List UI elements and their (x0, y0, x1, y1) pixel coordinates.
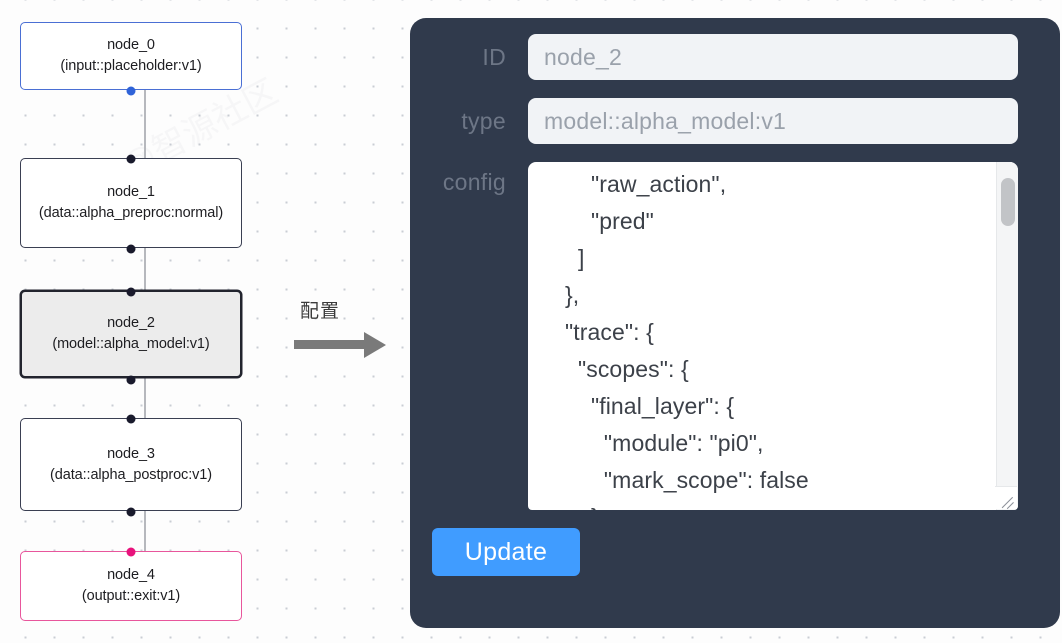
type-label: type (461, 108, 506, 134)
graph-node-node_1[interactable]: node_1 (data::alpha_preproc:normal) (20, 154, 242, 254)
graph-node-node_2[interactable]: node_2 (model::alpha_model:v1) (20, 287, 242, 385)
node-title: node_3 (107, 445, 155, 462)
config-textarea[interactable]: "raw_action", "pred" ] }, "trace": { "sc… (528, 162, 1018, 510)
arrow-head-icon (364, 331, 386, 358)
node-title: node_0 (107, 37, 155, 54)
node-subtitle: (data::alpha_preproc:normal) (38, 205, 224, 221)
form-row-config: config "raw_action", "pred" ] }, "trace"… (410, 162, 1060, 510)
node-subtitle: (model::alpha_model:v1) (52, 336, 210, 352)
config-textarea-scrollbar[interactable] (996, 162, 1018, 510)
update-button[interactable]: Update (432, 528, 580, 576)
arrow-shaft-icon (294, 340, 366, 349)
graph-node-node_3[interactable]: node_3 (data::alpha_postproc:v1) (20, 414, 242, 517)
graph-node-node_4[interactable]: node_4 (output::exit:v1) (20, 547, 242, 621)
edge-node1-node2 (144, 248, 146, 290)
config-textarea-resize-handle[interactable] (995, 486, 1017, 509)
node-config-panel: ID node_2 type model::alpha_model:v1 con… (410, 18, 1060, 628)
node-port-out[interactable] (126, 86, 136, 96)
edge-node0-node1 (144, 90, 146, 158)
flow-arrow-group: 配置 (292, 296, 396, 366)
config-label: config (442, 169, 506, 195)
node-title: node_1 (107, 184, 155, 201)
node-port-out[interactable] (126, 244, 136, 254)
form-row-type: type model::alpha_model:v1 (410, 98, 1060, 144)
node-title: node_4 (107, 567, 155, 584)
id-input[interactable]: node_2 (528, 34, 1018, 80)
node-port-out[interactable] (126, 507, 136, 517)
node-subtitle: (data::alpha_postproc:v1) (50, 466, 212, 483)
node-port-in[interactable] (126, 414, 136, 424)
node-port-in[interactable] (126, 154, 136, 164)
node-title: node_2 (107, 315, 155, 332)
config-textarea-content[interactable]: "raw_action", "pred" ] }, "trace": { "sc… (564, 171, 809, 510)
arrow-label: 配置 (300, 300, 341, 322)
edge-node2-node3 (144, 378, 146, 418)
id-label: ID (482, 44, 506, 70)
type-input[interactable]: model::alpha_model:v1 (528, 98, 1018, 144)
config-textarea-scroll-thumb[interactable] (1001, 178, 1015, 226)
node-port-in[interactable] (126, 287, 136, 297)
node-graph-pane[interactable]: node_0 (input::placeholder:v1) node_1 (d… (0, 0, 290, 643)
node-port-in[interactable] (126, 547, 136, 557)
form-row-id: ID node_2 (410, 34, 1060, 80)
node-subtitle: (output::exit:v1) (81, 588, 181, 604)
node-port-out[interactable] (126, 375, 136, 385)
node-subtitle: (input::placeholder:v1) (60, 58, 202, 74)
graph-node-node_0[interactable]: node_0 (input::placeholder:v1) (20, 22, 242, 96)
edge-node3-node4 (144, 511, 146, 551)
